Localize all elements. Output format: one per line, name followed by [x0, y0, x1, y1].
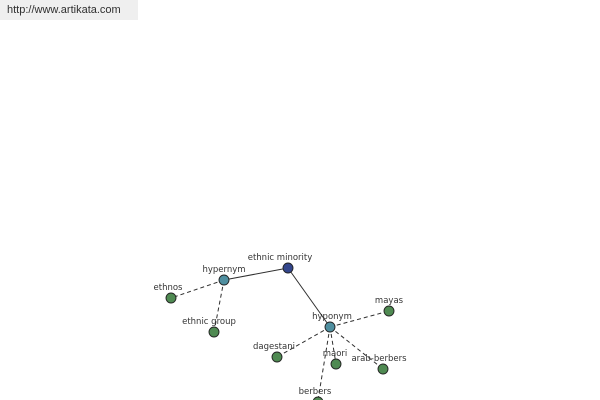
edge-hyponym-dagestani: [276, 326, 331, 358]
label-arab-berbers: arab-berbers: [351, 354, 407, 364]
node-berbers[interactable]: [312, 396, 324, 400]
edge-hypernym-ethnic-group: [213, 279, 225, 333]
label-hypernym: hypernym: [202, 265, 245, 275]
node-hypernym[interactable]: [218, 274, 230, 286]
label-maori: maori: [323, 349, 348, 359]
edge-root-hypernym: [223, 267, 289, 281]
edge-hyponym-maori: [329, 326, 337, 365]
node-ethnos[interactable]: [165, 292, 177, 304]
node-dagestani[interactable]: [271, 351, 283, 363]
node-maori[interactable]: [330, 358, 342, 370]
label-dagestani: dagestani: [253, 342, 295, 352]
node-hyponym[interactable]: [324, 321, 336, 333]
edge-hyponym-berbers: [317, 326, 331, 400]
edge-hyponym-mayas: [329, 310, 390, 328]
edge-hypernym-ethnos: [170, 279, 225, 299]
edge-root-hyponym: [287, 267, 331, 328]
node-ethnic-minority[interactable]: [282, 262, 294, 274]
label-ethnic-minority: ethnic minority: [248, 253, 313, 263]
source-url[interactable]: http://www.artikata.com: [0, 0, 138, 20]
node-mayas[interactable]: [383, 305, 395, 317]
node-ethnic-group[interactable]: [208, 326, 220, 338]
label-hyponym: hyponym: [312, 312, 352, 322]
label-berbers: berbers: [299, 387, 332, 397]
label-ethnos: ethnos: [154, 283, 184, 293]
label-mayas: mayas: [375, 296, 404, 306]
node-arab-berbers[interactable]: [377, 363, 389, 375]
edge-hyponym-arab-berbers: [329, 326, 384, 370]
label-ethnic-group: ethnic group: [182, 317, 236, 327]
